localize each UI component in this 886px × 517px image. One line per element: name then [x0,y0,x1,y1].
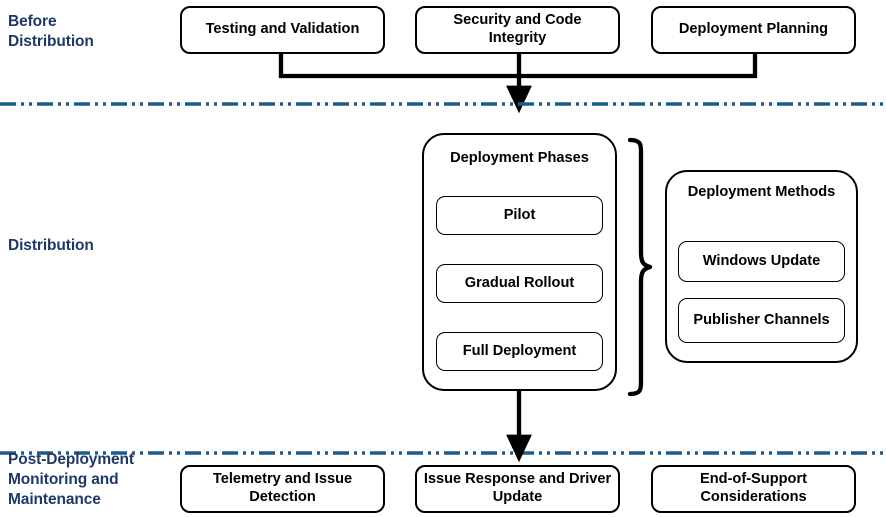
section-label-distribution-line1: Distribution [8,237,94,254]
node-gradual-rollout-label: Gradual Rollout [464,274,575,291]
section-label-post-line1: Post-Deployment [8,451,134,468]
node-pilot[interactable]: Pilot [436,196,603,235]
node-issue-response-and-driver-update[interactable]: Issue Response and Driver Update [415,465,620,513]
section-label-post-line3: Maintenance [8,490,101,508]
section-label-distribution: Distribution [8,236,176,256]
section-label-post-line2: Monitoring and [8,470,119,488]
node-security-and-code-integrity[interactable]: Security and Code Integrity [415,6,620,54]
node-publisher-channels-label: Publisher Channels [693,311,830,328]
node-windows-update-label: Windows Update [702,252,821,269]
group-deployment-phases-title: Deployment Phases [450,150,589,166]
node-telemetry-and-issue-detection-label: Telemetry and Issue Detection [212,471,353,505]
node-security-and-code-integrity-label: Security and Code Integrity [453,12,582,46]
section-label-post-deployment: Post-Deployment Monitoring and Maintenan… [8,450,176,509]
node-full-deployment[interactable]: Full Deployment [436,332,603,371]
node-pilot-label: Pilot [503,206,536,223]
node-full-deployment-label: Full Deployment [462,342,577,359]
node-telemetry-and-issue-detection[interactable]: Telemetry and Issue Detection [180,465,385,513]
node-gradual-rollout[interactable]: Gradual Rollout [436,264,603,303]
node-testing-and-validation-label: Testing and Validation [205,21,360,38]
node-end-of-support-considerations-label: End-of-Support Considerations [700,471,807,505]
node-deployment-planning[interactable]: Deployment Planning [651,6,856,54]
merge-connector [278,54,758,114]
node-deployment-planning-label: Deployment Planning [678,21,829,38]
node-publisher-channels[interactable]: Publisher Channels [678,298,845,343]
node-testing-and-validation[interactable]: Testing and Validation [180,6,385,54]
group-deployment-methods-title: Deployment Methods [687,184,836,200]
node-windows-update[interactable]: Windows Update [678,241,845,282]
node-end-of-support-considerations[interactable]: End-of-Support Considerations [651,465,856,513]
curly-brace [627,137,653,397]
section-label-before-line1: Before [8,13,57,30]
section-label-before-distribution: Before Distribution [8,12,176,52]
section-label-before-line2: Distribution [8,32,94,50]
node-issue-response-and-driver-update-label: Issue Response and Driver Update [423,471,612,505]
